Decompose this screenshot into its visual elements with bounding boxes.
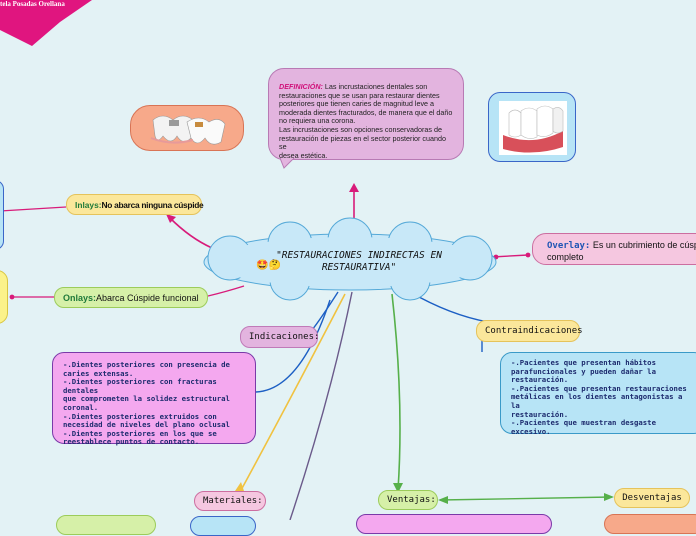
center-topic[interactable]: "RESTAURACIONES INDIRECTAS EN RESTAURATI… (244, 250, 454, 282)
definition-node[interactable]: DEFINICIÓN: Las incrustaciones dentales … (268, 68, 464, 160)
center-cloud (203, 217, 497, 301)
link-ventajas (391, 293, 401, 491)
inlays-text: No abarca ninguna cúspide (101, 199, 204, 210)
materiales-label: Materiales: (203, 496, 263, 506)
bottom-partial-box-4[interactable] (604, 514, 696, 534)
inlays-label: Inlays: (75, 199, 102, 210)
contraindicaciones-line: metálicas en los dientes antagonistas a … (511, 392, 683, 410)
dot-onlays (9, 294, 15, 300)
link-inlays (169, 217, 213, 249)
center-title-line1: "RESTAURACIONES INDIRECTAS EN (276, 250, 442, 261)
link-bottom (289, 291, 353, 520)
indicaciones-line: reestablece puntos de contacto. (63, 437, 200, 447)
indicaciones-node[interactable]: Indicaciones: (240, 326, 320, 348)
contraindicaciones-line: excesivo. (511, 426, 551, 436)
connector-lines (0, 0, 614, 520)
emoji-icons: 🤩🤔 (256, 260, 281, 271)
definition-line8: desea estética. (279, 150, 328, 160)
indicaciones-line: caries extensas. (63, 368, 134, 378)
link-indicaciones (311, 291, 339, 331)
definition-line7: restauración de piezas en el sector post… (279, 133, 447, 152)
definition-line3: posteriores que tienen caries de magnitu… (279, 99, 435, 109)
onlays-node[interactable]: Onlays: Abarca Cúspide funcional (54, 287, 208, 308)
overlay-label: Overlay: (547, 241, 591, 251)
tooth-illustration-left (150, 115, 226, 145)
link-materiales (239, 293, 346, 493)
link-inlays-left (0, 206, 67, 212)
indicaciones-line: necesidad de niveles del plano oclusal (63, 420, 230, 430)
inlays-node[interactable]: Inlays: No abarca ninguna cúspide (66, 194, 204, 215)
bottom-partial-box-2[interactable] (190, 516, 256, 536)
contraindicaciones-node[interactable]: Contraindicaciones (476, 320, 583, 342)
definition-line6: Las incrustaciones son opciones conserva… (279, 124, 443, 134)
left-partial-box-top[interactable] (0, 180, 4, 250)
arrowhead-up (349, 183, 359, 192)
indicaciones-line: coronal. (63, 402, 99, 412)
author-text: tela Posadas Orellana (0, 0, 65, 8)
contraindicaciones-line: -.Pacientes que presentan restauraciones (511, 383, 687, 393)
link-desventajas (439, 496, 613, 501)
contraindicaciones-line: restauración. (511, 375, 569, 385)
teeth-image-right[interactable] (488, 92, 576, 162)
overlay-text: Es un cubrimiento de cúspide (592, 240, 696, 250)
teeth-photo-frame (499, 101, 567, 155)
indicaciones-line: -.Dientes posteriores extruidos con (63, 411, 217, 421)
author-banner-shape (0, 0, 92, 46)
desventajas-node[interactable]: Desventajas (614, 488, 690, 508)
bottom-partial-box-3[interactable] (356, 514, 552, 534)
contraindicaciones-line: -.Pacientes que muestran desgaste (511, 418, 656, 428)
contraindicaciones-line: restauración. (511, 409, 569, 419)
indicaciones-label: Indicaciones: (249, 332, 320, 342)
onlays-label: Onlays: (63, 292, 97, 303)
definition-line5: no requiera una corona. (279, 116, 356, 126)
dot-overlay-2 (525, 252, 531, 258)
link-onlays (207, 285, 245, 297)
contraindicaciones-line: -.Pacientes que presentan hábitos (511, 358, 656, 367)
contraindicaciones-label: Contraindicaciones (485, 326, 583, 336)
overlay-text2: completo (547, 252, 584, 262)
arrowhead-ventajas-left (438, 496, 448, 504)
tooth-illustration-right (503, 105, 564, 153)
onlays-text: Abarca Cúspide funcional (96, 292, 199, 303)
contraindicaciones-line: parafuncionales y pueden dañar la (511, 366, 656, 376)
definition-label: DEFINICIÓN: (279, 82, 323, 91)
desventajas-label: Desventajas (622, 493, 682, 503)
definition-tail (280, 158, 295, 169)
center-title-line2: RESTAURATIVA" (321, 262, 397, 273)
definition-line2: restauraciones que se usan para restaura… (279, 90, 440, 100)
overlay-node[interactable]: Overlay: Es un cubrimiento de cúspide co… (532, 233, 696, 265)
link-indicaciones-box (255, 299, 331, 393)
teeth-image-left[interactable] (130, 105, 244, 151)
definition-line4: moderada dientes fracturados, de manera … (279, 107, 453, 117)
bottom-partial-box-1[interactable] (56, 515, 156, 535)
arrowhead-ventajas (393, 483, 403, 493)
indicaciones-line: -.Dientes posteriores con presencia de (63, 360, 230, 369)
arrowhead-inlays (166, 214, 176, 223)
indicaciones-line: -.Dientes posteriores en los que se (63, 428, 217, 438)
materiales-node[interactable]: Materiales: (194, 491, 266, 511)
ventajas-label: Ventajas: (387, 495, 436, 505)
indicaciones-line: -.Dientes posteriores con fracturas dent… (63, 377, 217, 395)
left-partial-box-middle[interactable] (0, 270, 8, 324)
arrowhead-desventajas (604, 493, 614, 501)
indicaciones-line: que comprometen la solidez estructural (63, 394, 230, 404)
ventajas-node[interactable]: Ventajas: (378, 490, 438, 510)
definition-line1: Las incrustaciones dentales son (322, 82, 428, 91)
